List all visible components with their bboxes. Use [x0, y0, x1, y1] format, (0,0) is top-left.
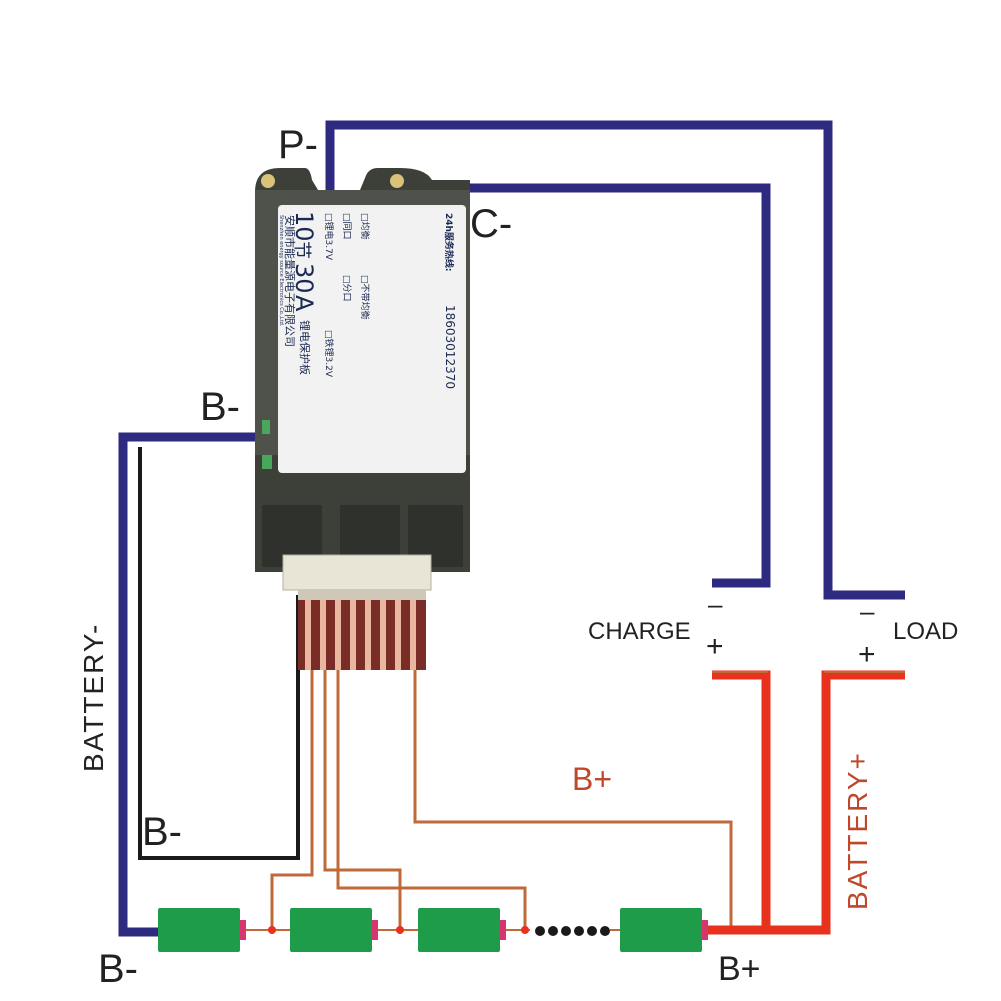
- sticker-company-en: Shenzhen energy source Electronics Co.,L…: [278, 215, 284, 327]
- battery-plus-wires: [700, 670, 905, 935]
- b-minus-bottom-label: B-: [98, 947, 138, 991]
- battery-plus-label: BATTERY+: [842, 751, 873, 910]
- c-minus-wire: [435, 183, 771, 588]
- cell-1: [158, 908, 246, 952]
- cell-n: [620, 908, 708, 952]
- sticker-opt-3: □同口: [341, 213, 352, 240]
- cell-dots: [535, 926, 610, 936]
- c-minus-label: C-: [470, 202, 512, 246]
- junction-dots: [268, 926, 529, 934]
- sticker-series-unit: 节: [291, 241, 312, 259]
- sticker-phone: 18603012370: [443, 305, 457, 389]
- sticker-opt-1: □锂电3.7V: [323, 213, 335, 261]
- load-plus-sign: +: [858, 638, 876, 671]
- charge-label: CHARGE: [588, 618, 691, 645]
- p-minus-label: P-: [278, 123, 318, 167]
- sticker-current: 30: [290, 263, 318, 294]
- p-minus-wire: [325, 120, 905, 600]
- load-minus-sign: –: [860, 596, 875, 626]
- battery-minus-wire: [118, 432, 268, 937]
- cell-2: [290, 908, 378, 952]
- sticker-opt-4: □分口: [341, 275, 352, 302]
- b-minus-top-label: B-: [200, 385, 240, 429]
- sticker-current-unit: A: [290, 295, 318, 312]
- load-label: LOAD: [893, 618, 958, 645]
- sticker-opt-2: □铁锂3.2V: [323, 330, 335, 378]
- sticker-company-cn: 安顺市能量源电子有限公司: [283, 215, 297, 347]
- battery-minus-label: BATTERY-: [78, 623, 109, 772]
- charge-plus-sign: +: [706, 630, 724, 663]
- board-sticker: 10 节 30 A 锂电保护板 安顺市能量源电子有限公司 Shenzhen en…: [278, 211, 457, 389]
- b-minus-mid-label: B-: [142, 810, 182, 854]
- sticker-type: 锂电保护板: [298, 320, 312, 375]
- sticker-hotline: 24h服务热线:: [443, 213, 455, 272]
- cell-3: [418, 908, 506, 952]
- sticker-series: 10: [290, 211, 318, 242]
- sticker-opt-6: □不带均衡: [359, 275, 371, 320]
- b-minus-sense-wire: [138, 447, 300, 860]
- sticker-opt-5: □均衡: [359, 213, 371, 240]
- b-plus-mid-label: B+: [572, 761, 612, 797]
- b-plus-bottom-label: B+: [718, 950, 761, 988]
- charge-minus-sign: –: [708, 589, 723, 619]
- balance-wires: [270, 650, 733, 930]
